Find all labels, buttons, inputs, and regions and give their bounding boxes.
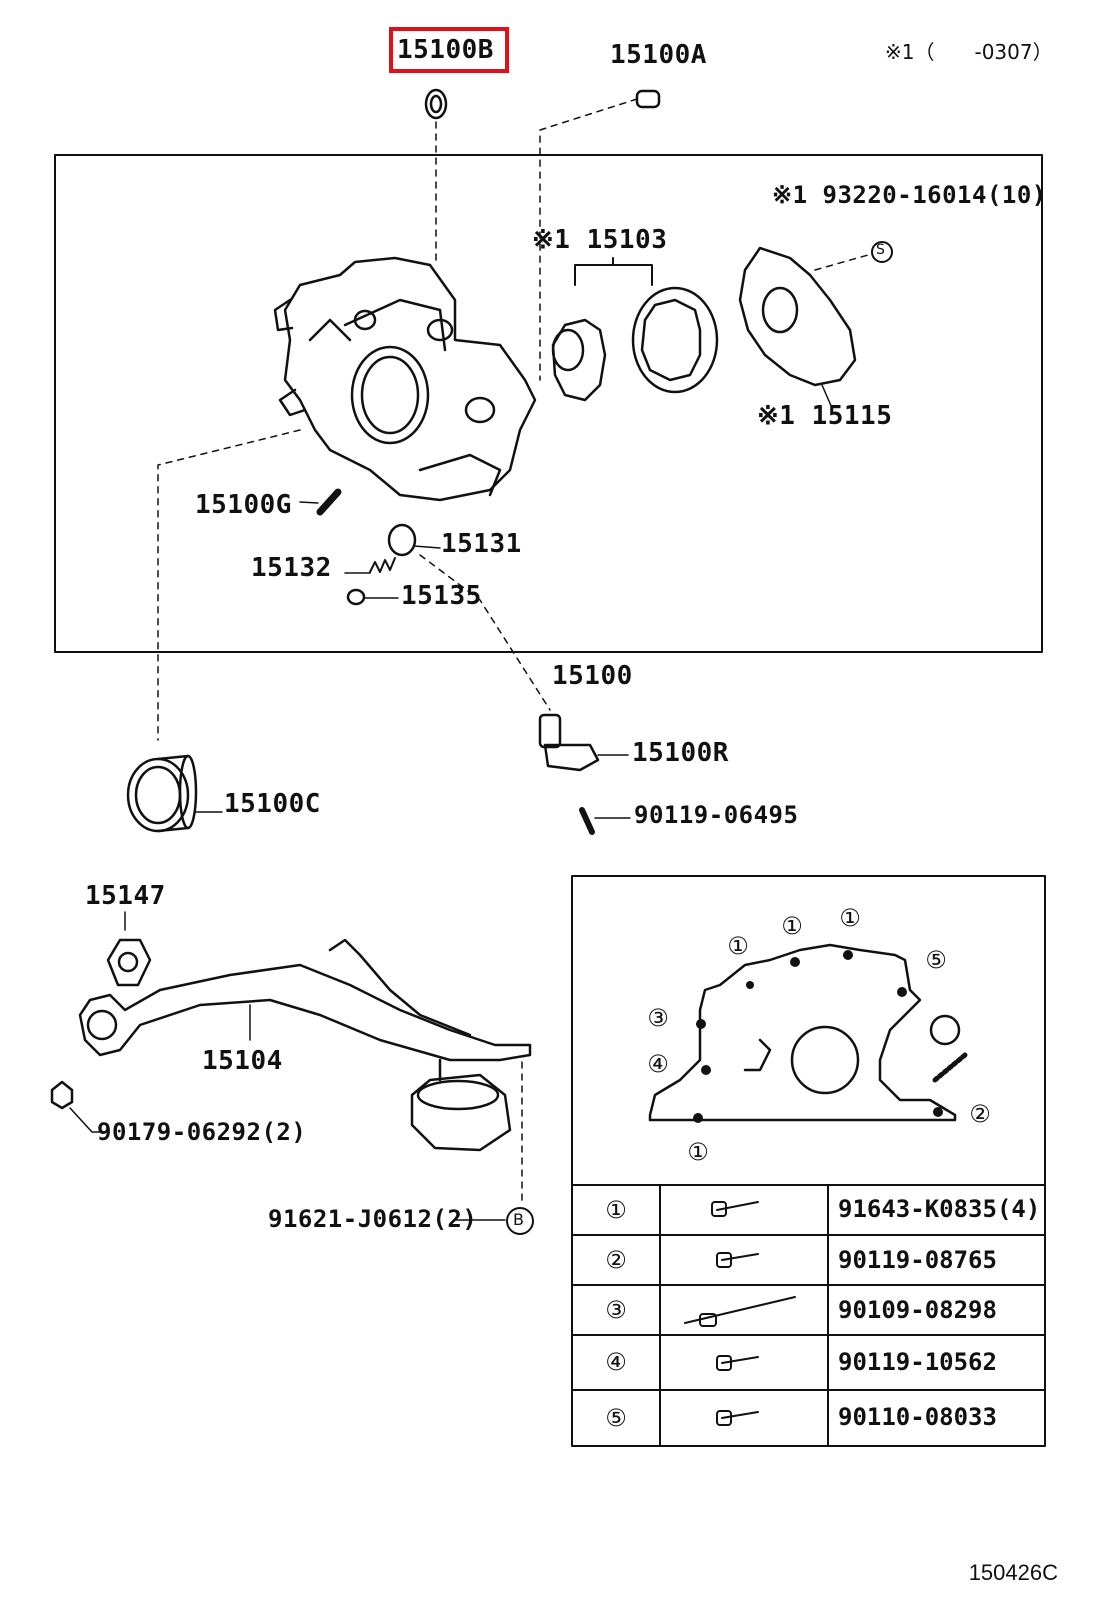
- highlight-box: [389, 27, 509, 73]
- part-label-15135[interactable]: 15135: [401, 581, 482, 611]
- inset-marker: ④: [647, 1050, 669, 1078]
- diagram-code: 150426C: [968, 1560, 1058, 1585]
- part-label-15100B[interactable]: 15100B: [397, 35, 494, 65]
- inset-marker: ③: [647, 1004, 669, 1032]
- inset-marker: ①: [839, 904, 861, 932]
- plug-part: [346, 588, 366, 606]
- bolt-icons: [684, 1201, 796, 1426]
- stud-part: [316, 488, 342, 516]
- part-label-15100G[interactable]: 15100G: [195, 490, 292, 520]
- part-label-90179[interactable]: 90179-06292(2): [97, 1118, 307, 1146]
- callout-b: B: [513, 1210, 524, 1229]
- part-label-15131[interactable]: 15131: [441, 529, 522, 559]
- oil-seal: [126, 754, 198, 833]
- inner-rotor: [551, 318, 607, 402]
- callout-s: S: [876, 242, 885, 258]
- table-row-part[interactable]: 90119-10562: [838, 1348, 997, 1376]
- bolt-06495: [579, 807, 595, 835]
- spring-part: [369, 557, 396, 573]
- inset-marker: ①: [727, 932, 749, 960]
- part-label-15100A[interactable]: 15100A: [610, 40, 707, 70]
- outer-rotor: [631, 286, 719, 394]
- inset-marker: ⑤: [925, 946, 947, 974]
- table-row-number: ⑤: [605, 1404, 627, 1432]
- oil-strainer: [78, 938, 532, 1152]
- pin-part: [635, 89, 661, 109]
- callout-s-circle: [871, 241, 893, 263]
- table-row-part[interactable]: 90119-08765: [838, 1246, 997, 1274]
- inset-marker: ①: [781, 912, 803, 940]
- assembly-box: [54, 154, 1043, 653]
- inset-box: [571, 875, 1046, 1447]
- relief-valve: [387, 523, 417, 557]
- table-row-number: ③: [605, 1296, 627, 1324]
- strainer-gasket: [106, 938, 152, 987]
- part-label-93220[interactable]: ※1 93220-16014(10): [772, 181, 1047, 209]
- bolt-table-grid: [571, 1184, 1046, 1447]
- part-label-15103[interactable]: ※1 15103: [532, 225, 668, 255]
- table-row-number: ②: [605, 1246, 627, 1274]
- part-label-15104[interactable]: 15104: [202, 1046, 283, 1076]
- production-note: ※1（ -0307）: [885, 40, 1053, 64]
- timing-cover-outline: [648, 943, 968, 1122]
- part-label-90119-06495[interactable]: 90119-06495: [634, 801, 799, 829]
- part-label-15132[interactable]: 15132: [251, 553, 332, 583]
- part-label-15100R[interactable]: 15100R: [632, 738, 729, 768]
- table-row-part[interactable]: 90110-08033: [838, 1403, 997, 1431]
- table-row-part[interactable]: 90109-08298: [838, 1296, 997, 1324]
- nut-part: [50, 1080, 74, 1110]
- table-row-number: ④: [605, 1348, 627, 1376]
- oil-pressure-switch: [538, 713, 629, 772]
- callout-b-circle: [506, 1207, 534, 1235]
- inset-marker: ②: [969, 1100, 991, 1128]
- table-row-part[interactable]: 91643-K0835(4): [838, 1195, 1041, 1223]
- inset-marker: ①: [687, 1138, 709, 1166]
- part-label-15115[interactable]: ※1 15115: [757, 401, 893, 431]
- part-label-15100[interactable]: 15100: [552, 661, 633, 691]
- pump-cover-plate: [738, 246, 857, 387]
- part-label-15147[interactable]: 15147: [85, 881, 166, 911]
- table-row-number: ①: [605, 1196, 627, 1224]
- oil-pump-body: [273, 256, 537, 502]
- part-label-91621[interactable]: 91621-J0612(2): [268, 1205, 478, 1233]
- o-ring-part: [424, 88, 448, 120]
- part-label-15100C[interactable]: 15100C: [224, 789, 321, 819]
